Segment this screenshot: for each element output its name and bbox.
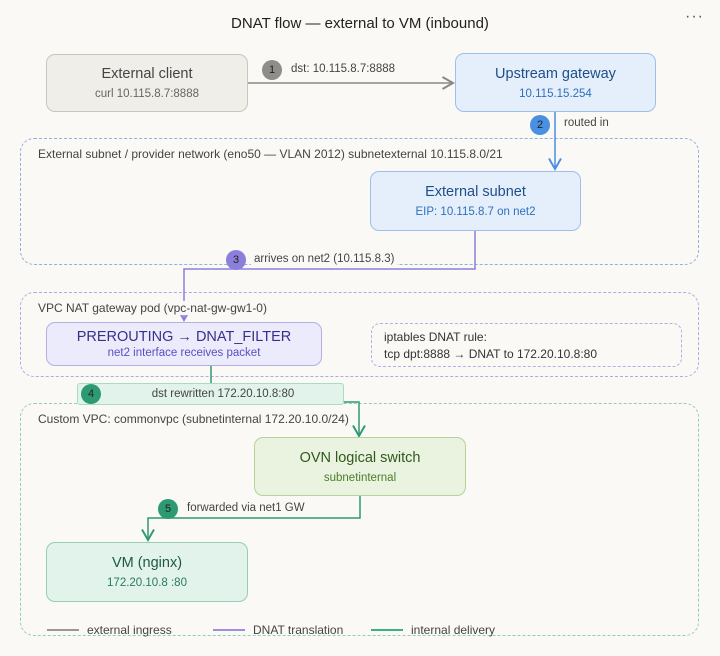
edge-label-3: arrives on net2 (10.115.8.3) (251, 253, 398, 265)
node-sub: curl 10.115.8.7:8888 (94, 88, 199, 100)
step-badge-1: 1 (262, 60, 282, 80)
step-badge-5: 5 (158, 499, 178, 519)
node-title: PREROUTING → DNAT_FILTER (76, 329, 292, 345)
node-title: VM (nginx) (111, 555, 183, 571)
legend-swatch (213, 629, 245, 631)
step-badge-4: 4 (81, 384, 101, 404)
group-nat-pod-label: VPC NAT gateway pod (vpc-nat-gw-gw1-0) (36, 301, 269, 315)
node-title: OVN logical switch (299, 449, 421, 466)
step-badge-3: 3 (226, 250, 246, 270)
node-external-client[interactable]: External client curl 10.115.8.7:8888 (46, 54, 248, 112)
legend-label: internal delivery (411, 623, 496, 637)
edge-5 (141, 496, 361, 542)
legend-dnat-translation: DNAT translation (213, 623, 343, 637)
node-sub: net2 interface receives packet (107, 347, 261, 359)
rule-line-1: iptables DNAT rule: (384, 329, 487, 344)
legend-label: DNAT translation (253, 623, 344, 637)
node-upstream-gateway[interactable]: Upstream gateway 10.115.15.254 (455, 53, 656, 112)
node-title: External client (101, 66, 193, 82)
edge-label-1: dst: 10.115.8.7:8888 (288, 63, 399, 75)
rule-line-2: tcp dpt:8888 → DNAT to 172.20.10.8:80 (384, 346, 598, 361)
legend-swatch (47, 629, 79, 631)
edge-3 (177, 231, 476, 322)
edge-4 (210, 366, 359, 436)
group-external-subnet-label: External subnet / provider network (eno5… (36, 147, 505, 161)
node-ovn-logical-switch[interactable]: OVN logical switch subnetinternal (254, 437, 466, 496)
node-external-subnet[interactable]: External subnet EIP: 10.115.8.7 on net2 (370, 171, 581, 231)
group-custom-vpc-label: Custom VPC: commonvpc (subnetinternal 17… (36, 412, 351, 426)
step-badge-2: 2 (530, 115, 550, 135)
node-prerouting[interactable]: PREROUTING → DNAT_FILTER net2 interface … (46, 322, 322, 366)
edge-label-4: dst rewritten 172.20.10.8:80 (77, 383, 344, 405)
node-iptables-rule: iptables DNAT rule: tcp dpt:8888 → DNAT … (371, 323, 682, 367)
group-nat-pod (20, 292, 699, 377)
legend-external-ingress: external ingress (47, 623, 172, 637)
node-title: Upstream gateway (495, 65, 616, 82)
diagram-title: DNAT flow — external to VM (inbound) (231, 15, 489, 32)
legend-internal-delivery: internal delivery (371, 623, 495, 637)
legend-swatch (371, 629, 403, 631)
node-vm[interactable]: VM (nginx) 172.20.10.8 :80 (46, 542, 248, 602)
node-sub: EIP: 10.115.8.7 on net2 (415, 206, 536, 218)
edge-label-2: routed in (561, 117, 612, 129)
node-sub: 172.20.10.8 :80 (107, 577, 187, 589)
more-horizontal-icon[interactable]: ··· (685, 8, 704, 25)
node-sub: subnetinternal (323, 471, 397, 484)
legend-label: external ingress (87, 623, 172, 637)
edge-label-5: forwarded via net1 GW (184, 502, 308, 514)
node-sub: 10.115.15.254 (519, 87, 592, 100)
node-title: External subnet (425, 184, 526, 200)
